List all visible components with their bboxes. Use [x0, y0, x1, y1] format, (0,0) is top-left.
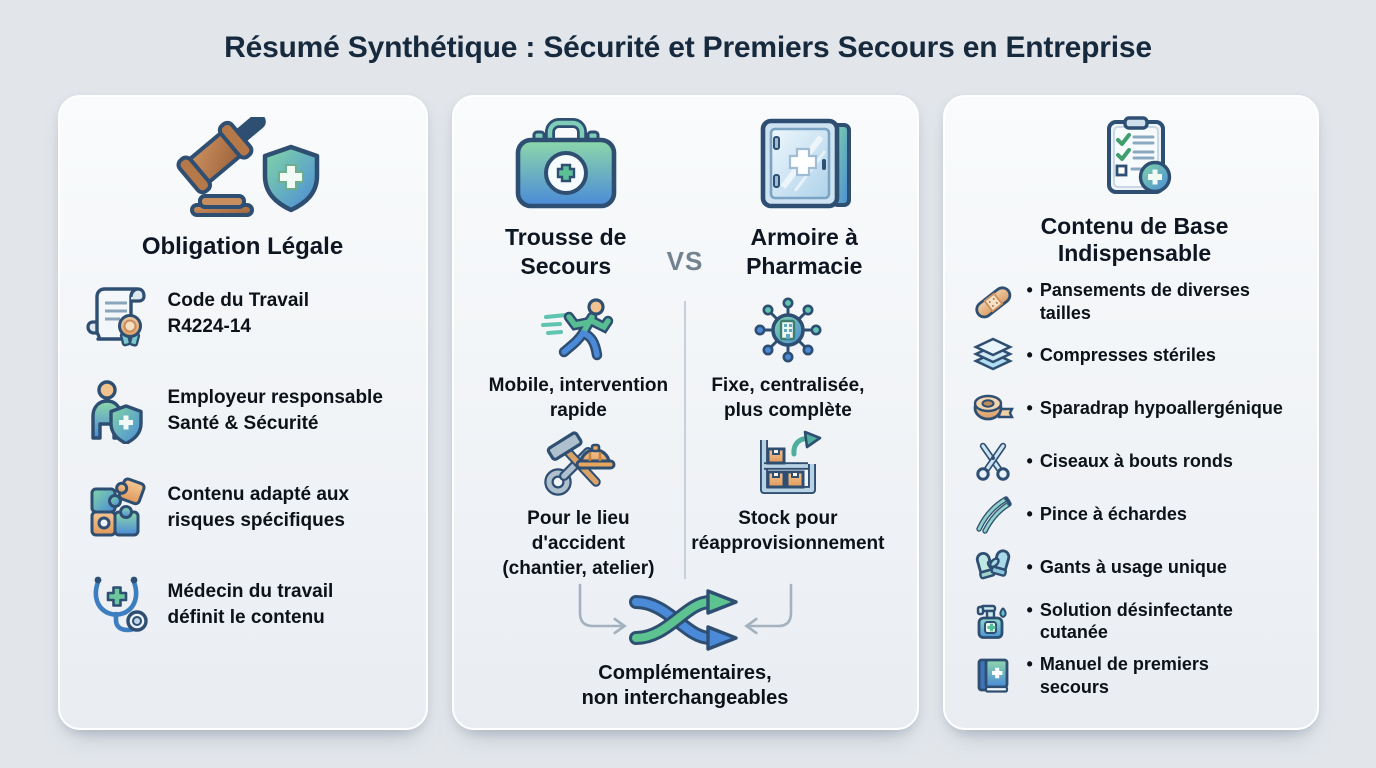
tweezers-icon: [971, 494, 1015, 536]
list-item-text: •Solution désinfectante cutanée: [1026, 599, 1233, 643]
kit-point-location: Pour le lieu d'accident (chantier, ateli…: [476, 430, 682, 581]
list-item: •Solution désinfectante cutanée: [971, 599, 1299, 644]
list-item: •Compresses stériles: [971, 334, 1299, 378]
disinfectant-bottle-icon: [971, 600, 1015, 642]
kit-column-header: Trousse de Secours: [476, 111, 657, 281]
list-item: •Pansements de diverses tailles: [971, 279, 1299, 324]
converging-arrows: [578, 583, 792, 635]
list-item-text: •Manuel de premiers secours: [1026, 653, 1209, 697]
list-item-text: •Pince à échardes: [1026, 504, 1187, 525]
stock-shelf-icon: [748, 430, 828, 500]
first-aid-kit-icon: [507, 111, 625, 215]
list-item: Employeur responsable Santé & Sécurité: [84, 378, 402, 445]
tape-roll-icon: [971, 388, 1015, 430]
employer-shield-icon: [84, 378, 150, 445]
list-item: •Gants à usage unique: [971, 546, 1299, 590]
puzzle-icon: [84, 475, 150, 541]
list-item: Médecin du travail définit le contenu: [84, 572, 402, 638]
kit-heading: Trousse de Secours: [505, 224, 627, 279]
list-item-text: •Sparadrap hypoallergénique: [1026, 398, 1283, 419]
cards-row: Obligation Légale: [0, 95, 1376, 730]
kit-point-mobility: Mobile, intervention rapide: [476, 297, 682, 430]
point-caption: Fixe, centralisée, plus complète: [711, 374, 865, 421]
list-item-text: •Pansements de diverses tailles: [1026, 280, 1250, 323]
list-item: Contenu adapté aux risques spécifiques: [84, 475, 402, 541]
list-item-text: •Ciseaux à bouts ronds: [1026, 451, 1233, 472]
comparison-points: Mobile, intervention rapide: [476, 297, 895, 581]
cabinet-column-header: Armoire à Pharmacie: [714, 111, 895, 281]
comparison-header: Trousse de Secours VS: [476, 111, 895, 281]
clipboard-checklist-icon: [971, 107, 1299, 209]
list-item: •Manuel de premiers secours: [971, 653, 1299, 698]
list-item-label: Code du Travail R4224-14: [167, 290, 309, 338]
contents-heading: Contenu de Base Indispensable: [1040, 213, 1229, 267]
vs-label: VS: [666, 246, 704, 276]
list-item: •Pince à échardes: [971, 493, 1299, 537]
worksite-tools-icon: [538, 430, 618, 500]
point-caption: Pour le lieu d'accident (chantier, ateli…: [502, 507, 655, 579]
contents-list: •Pansements de diverses tailles •Compres…: [971, 279, 1299, 698]
adhesive-bandage-icon: [971, 281, 1015, 323]
cabinet-point-central: Fixe, centralisée, plus complète: [681, 297, 894, 430]
central-network-icon: [748, 297, 828, 367]
conclusion-label: Complémentaires, non interchangeables: [581, 661, 789, 709]
legal-items: Code du Travail R4224-14 Employeur respo…: [84, 281, 402, 638]
legal-heading: Obligation Légale: [141, 233, 344, 260]
scissors-icon: [971, 441, 1015, 483]
point-caption: Stock pour réapprovisionnement: [691, 507, 885, 554]
sterile-compresses-icon: [971, 335, 1015, 377]
cabinet-heading: Armoire à Pharmacie: [746, 224, 863, 279]
scroll-certificate-icon: [84, 281, 150, 347]
list-item-text: •Gants à usage unique: [1026, 557, 1227, 578]
gavel-shield-icon: [84, 113, 402, 225]
stethoscope-icon: [84, 572, 150, 638]
page-title: Résumé Synthétique : Sécurité et Premier…: [224, 31, 1152, 64]
list-item: Code du Travail R4224-14: [84, 281, 402, 347]
cabinet-point-stock: Stock pour réapprovisionnement: [681, 430, 894, 581]
list-item-label: Contenu adapté aux risques spécifiques: [167, 484, 350, 532]
vertical-divider: [684, 300, 686, 579]
card-comparison: Trousse de Secours VS: [451, 95, 919, 730]
list-item: •Ciseaux à bouts ronds: [971, 440, 1299, 484]
card-base-contents: Contenu de Base Indispensable •Pansement…: [942, 95, 1319, 730]
running-person-icon: [538, 297, 618, 367]
merge-zone: [476, 583, 895, 657]
gloves-icon: [971, 547, 1015, 589]
list-item-label: Médecin du travail définit le contenu: [167, 581, 334, 629]
first-aid-manual-icon: [971, 655, 1015, 697]
card-legal-obligation: Obligation Légale: [57, 95, 428, 730]
pharmacy-cabinet-icon: [745, 111, 863, 215]
list-item-text: •Compresses stériles: [1026, 345, 1216, 366]
shuffle-arrows-icon: [626, 583, 744, 657]
point-caption: Mobile, intervention rapide: [488, 374, 669, 421]
list-item: •Sparadrap hypoallergénique: [971, 387, 1299, 431]
list-item-label: Employeur responsable Santé & Sécurité: [167, 387, 383, 435]
